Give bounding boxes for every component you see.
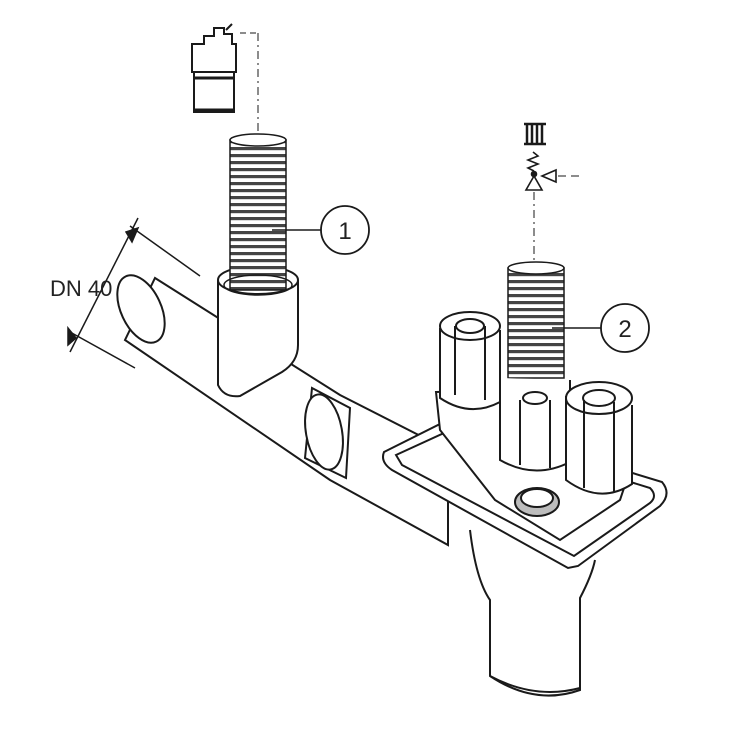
hose-2 xyxy=(507,261,565,379)
pipe-coupling xyxy=(303,386,352,480)
radiator-icon xyxy=(524,122,546,146)
siphon-icon xyxy=(191,23,237,113)
safety-valve-icon xyxy=(524,151,557,191)
hose-clip-right xyxy=(565,381,633,495)
callout-2-number: 2 xyxy=(618,316,631,343)
hose-clip-left xyxy=(439,311,501,411)
callout-1-circle xyxy=(320,205,370,255)
drain-outlet xyxy=(469,529,596,697)
callout-2-circle xyxy=(600,303,650,353)
dimension-label: DN 40 xyxy=(50,276,112,301)
hose-clip-center xyxy=(499,378,571,472)
main-pipe xyxy=(116,274,449,547)
hose-1 xyxy=(223,133,293,296)
dimension-marker xyxy=(67,217,201,369)
callout-1-number: 1 xyxy=(338,218,351,245)
